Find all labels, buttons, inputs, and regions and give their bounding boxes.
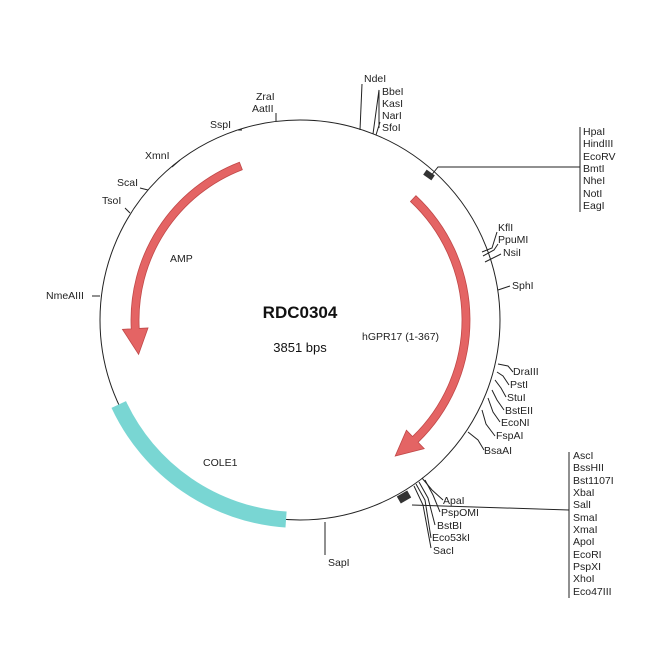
site-bmti: BmtI [583, 163, 605, 175]
site-xhoi: XhoI [573, 573, 595, 585]
feature-amp-arrow [121, 161, 243, 356]
site-tsoi: TsoI [102, 195, 121, 207]
site-xmai: XmaI [573, 524, 598, 536]
site-bstbi: BstBI [437, 520, 462, 532]
feature-label-cole1: COLE1 [203, 457, 238, 469]
site-bsaai: BsaAI [484, 445, 512, 457]
site-eagi: EagI [583, 200, 605, 212]
site-apai: ApaI [443, 495, 465, 507]
site-aatii: AatII [252, 103, 274, 115]
site-apoi: ApoI [573, 536, 595, 548]
site-sspi: SspI [210, 119, 231, 131]
site-sphi: SphI [512, 280, 534, 292]
site-ndei: NdeI [364, 73, 386, 85]
site-bst1107i: Bst1107I [573, 475, 614, 487]
site-pspomi: PspOMI [441, 507, 479, 519]
site-asci: AscI [573, 450, 593, 462]
feature-hgpr17-arrow [394, 195, 471, 457]
site-xmni: XmnI [145, 150, 170, 162]
site-xbai: XbaI [573, 487, 595, 499]
site-pspxi: PspXI [573, 561, 601, 573]
site-scai: ScaI [117, 177, 138, 189]
site-kasi: KasI [382, 98, 403, 110]
site-nari: NarI [382, 110, 402, 122]
site-psti: PstI [510, 379, 528, 391]
site-saci: SacI [433, 545, 454, 557]
site-nmeaiii: NmeAIII [46, 290, 84, 302]
mcs2-list: AscI BssHII Bst1107I XbaI SalI SmaI XmaI… [573, 450, 614, 598]
site-smai: SmaI [573, 512, 598, 524]
restriction-site-labels: NdeI BbeI KasI NarI SfoI ZraI AatII SspI… [46, 73, 616, 598]
site-econi: EcoNI [501, 417, 530, 429]
site-draiii: DraIII [513, 366, 539, 378]
site-sali: SalI [573, 499, 591, 511]
feature-label-amp: AMP [170, 253, 193, 265]
site-noti: NotI [583, 188, 602, 200]
site-eco47iii: Eco47III [573, 586, 612, 598]
site-sfoi: SfoI [382, 122, 401, 134]
site-lines [92, 83, 581, 598]
site-zrai: ZraI [256, 91, 275, 103]
site-sapi: SapI [328, 557, 350, 569]
site-nhei: NheI [583, 175, 605, 187]
site-bsshii: BssHII [573, 462, 604, 474]
site-eco53ki: Eco53kI [432, 532, 470, 544]
site-kfli: KflI [498, 222, 513, 234]
site-bsteii: BstEII [505, 405, 533, 417]
backbone-circle [99, 119, 501, 521]
feature-cole1-arc [111, 401, 287, 528]
site-nsii: NsiI [503, 247, 521, 259]
site-ppumi: PpuMI [498, 234, 528, 246]
site-stui: StuI [507, 392, 526, 404]
site-bbei: BbeI [382, 86, 404, 98]
feature-label-hgpr17: hGPR17 (1-367) [362, 331, 439, 343]
site-hindiii: HindIII [583, 138, 613, 150]
site-ecorv: EcoRV [583, 151, 616, 163]
site-hpai: HpaI [583, 126, 605, 138]
plasmid-size: 3851 bps [273, 340, 327, 355]
site-ecori: EcoRI [573, 549, 602, 561]
plasmid-name: RDC0304 [263, 303, 338, 322]
mcs1-list: HpaI HindIII EcoRV BmtI NheI NotI EagI [583, 126, 616, 212]
site-fspai: FspAI [496, 430, 523, 442]
